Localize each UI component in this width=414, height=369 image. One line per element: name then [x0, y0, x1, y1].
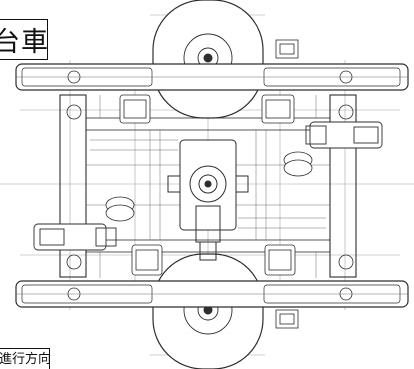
upper-side-frame: [15, 63, 409, 91]
brake-units: [66, 39, 354, 329]
title-label-box: 台車: [0, 19, 48, 60]
title-label: 台車: [0, 27, 48, 58]
air-springs: [105, 94, 313, 276]
upper-wheel: [152, 0, 264, 119]
direction-label-box: 進行方向: [0, 348, 50, 369]
detail-lines: [90, 95, 326, 278]
center-pivot: [167, 139, 249, 261]
lower-side-frame: [15, 280, 409, 308]
lower-wheel: [152, 253, 264, 369]
traction-motors: [33, 121, 383, 251]
direction-label: 進行方向: [0, 352, 50, 367]
